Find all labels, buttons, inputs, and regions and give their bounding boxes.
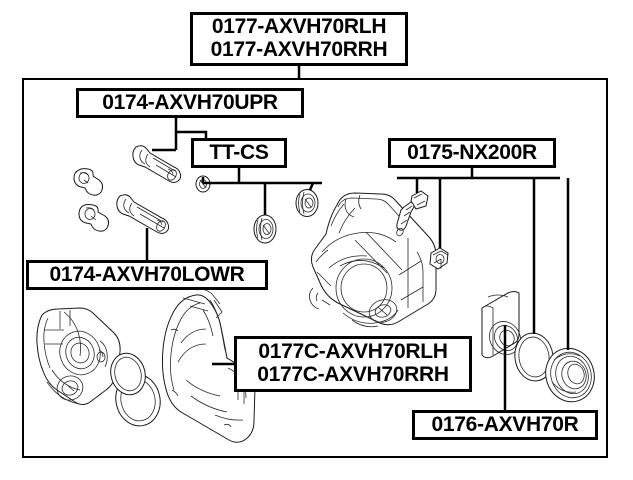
bleeder-cap-art (411, 191, 428, 209)
label-line: 0174-AXVH70UPR (102, 90, 278, 114)
caliper-half-ring-art (106, 349, 150, 398)
label-line: 0177C-AXVH70RRH (257, 363, 449, 386)
label-caliper-assembly[interactable]: 0177-AXVH70RLH 0177-AXVH70RRH (190, 12, 408, 66)
label-line: TT-CS (209, 140, 269, 164)
diagram-frame (22, 78, 608, 458)
label-guide-pin-lower[interactable]: 0174-AXVH70LOWR (26, 260, 268, 290)
guide-pin-bolt-lower-art (117, 195, 169, 234)
label-line: 0177-AXVH70RRH (210, 38, 388, 61)
dust-boot-art (539, 342, 601, 408)
label-line: 0176-AXVH70R (431, 412, 579, 436)
label-tt-cs[interactable]: TT-CS (191, 138, 287, 168)
sleeve-bushing-b-art (296, 190, 318, 217)
label-guide-pin-upper[interactable]: 0174-AXVH70UPR (76, 88, 304, 118)
label-caliper-bracket[interactable]: 0177C-AXVH70RLH 0177C-AXVH70RRH (234, 336, 472, 392)
rubber-cap-lower-art (79, 205, 109, 232)
label-line: 0175-NX200R (407, 140, 537, 164)
label-piston-seal-kit[interactable]: 0176-AXVH70R (412, 410, 598, 440)
caliper-half-body-art (37, 308, 120, 405)
label-line: 0174-AXVH70LOWR (49, 262, 245, 286)
guide-pin-bolt-upper-art (133, 146, 181, 183)
rubber-cap-upper-art (74, 169, 103, 195)
piston-art (482, 292, 526, 361)
caliper-bracket-art (162, 289, 255, 442)
bleeder-screw-art (395, 202, 414, 237)
bracket-bolt-art (430, 248, 448, 269)
label-bleeder-kit[interactable]: 0175-NX200R (388, 138, 556, 168)
label-line: 0177-AXVH70RLH (211, 15, 387, 39)
label-line: 0177C-AXVH70RLH (258, 340, 448, 364)
